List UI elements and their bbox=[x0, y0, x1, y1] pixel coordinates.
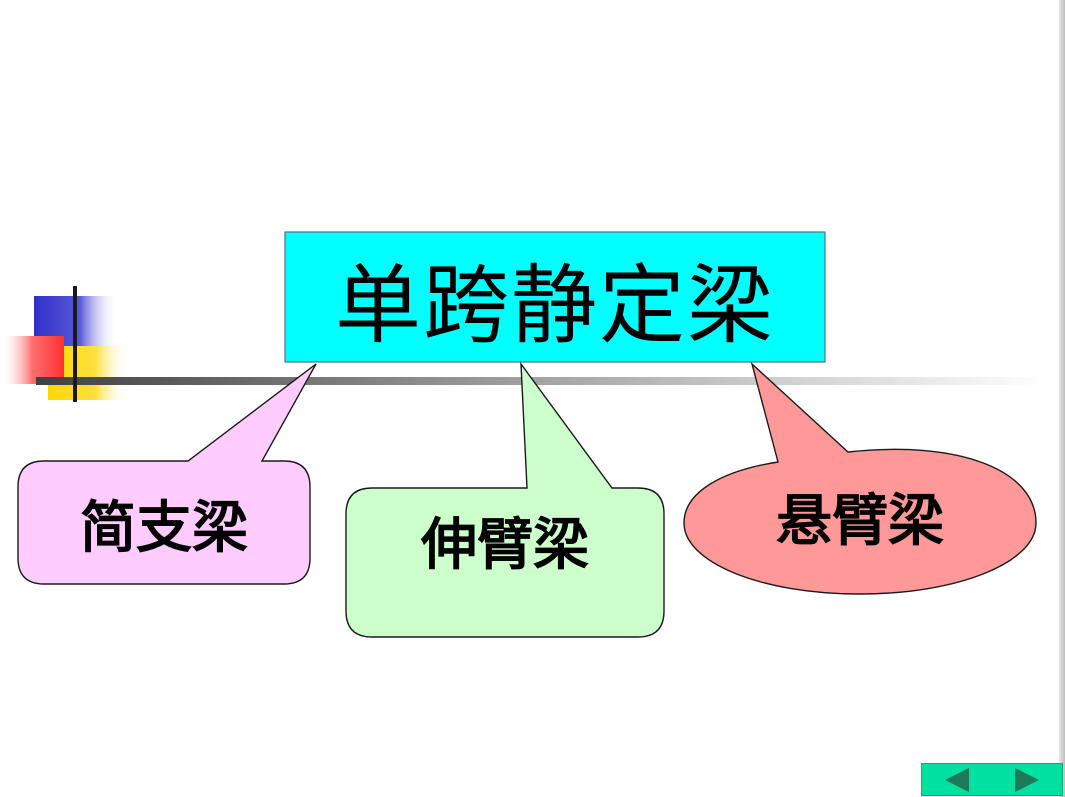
triangle-left-icon bbox=[945, 767, 969, 792]
deco-vertical-line bbox=[73, 286, 77, 402]
callout-overhang-label: 伸臂梁 bbox=[421, 512, 589, 578]
slide-navigation bbox=[921, 763, 1063, 796]
deco-horizontal-rule bbox=[36, 377, 1046, 385]
callout-cantilever-label: 悬臂梁 bbox=[776, 488, 944, 554]
deco-red-square bbox=[0, 336, 64, 384]
callout-overhang-shape bbox=[345, 361, 665, 638]
callout-simple-label: 简支梁 bbox=[80, 495, 248, 561]
triangle-right-icon bbox=[1015, 767, 1039, 792]
diagram-title: 单跨静定梁 bbox=[335, 255, 775, 356]
callout-cantilever-shape bbox=[683, 361, 1037, 595]
callout-simple-shape bbox=[17, 363, 317, 585]
slide-edge-bar bbox=[1059, 0, 1065, 797]
previous-slide-button[interactable] bbox=[927, 765, 987, 795]
title-box bbox=[284, 231, 826, 363]
next-slide-button[interactable] bbox=[997, 765, 1057, 795]
